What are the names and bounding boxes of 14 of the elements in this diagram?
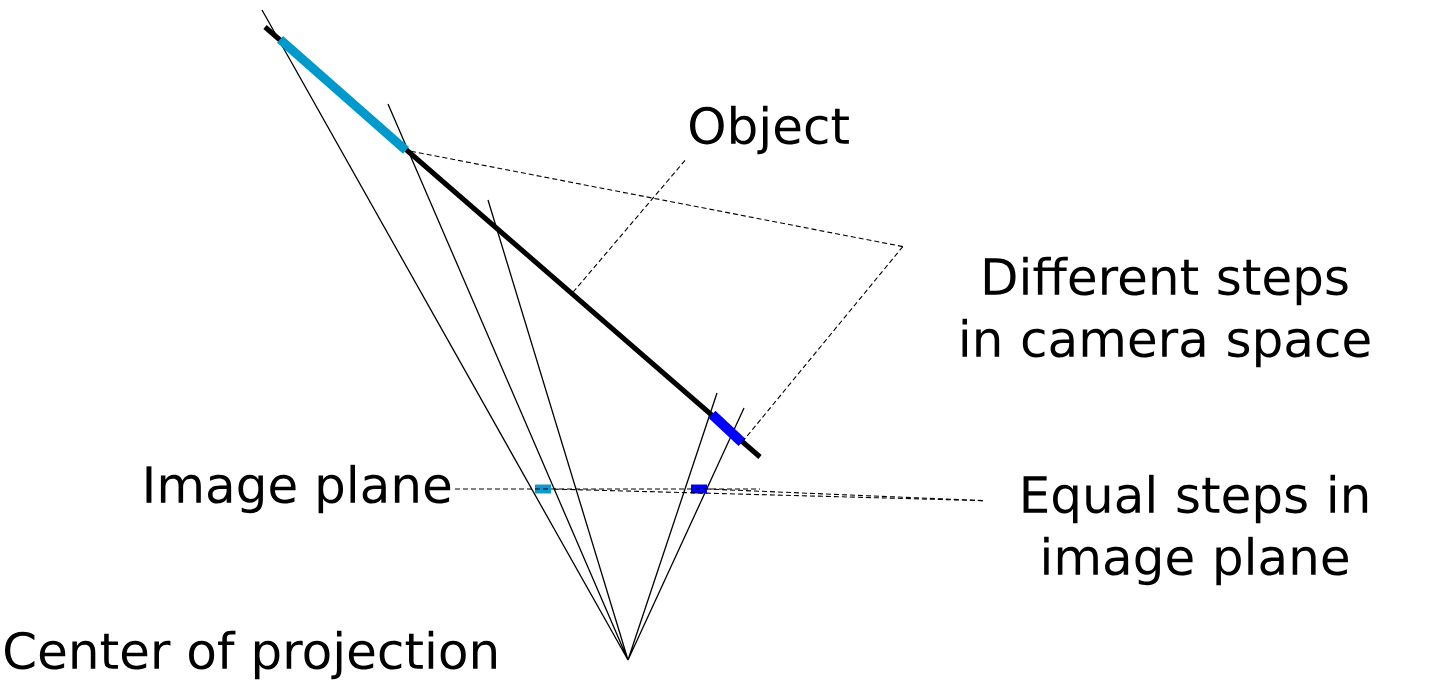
leader-line — [571, 159, 686, 295]
line-segment — [691, 484, 707, 494]
object-label: Object — [690, 105, 849, 155]
line-segment — [708, 410, 746, 446]
line-segment — [277, 35, 409, 154]
leader-line — [706, 488, 984, 502]
center-label: Center of projection — [5, 630, 496, 680]
line-segment — [535, 484, 551, 494]
leader-line — [454, 488, 761, 490]
leader-line — [405, 149, 904, 248]
leader-line — [741, 246, 904, 443]
callout-text: Equal steps in image plane — [1023, 474, 1368, 586]
callout-text: Different steps in camera space — [962, 256, 1370, 368]
image-plane-label: Image plane — [146, 464, 451, 514]
